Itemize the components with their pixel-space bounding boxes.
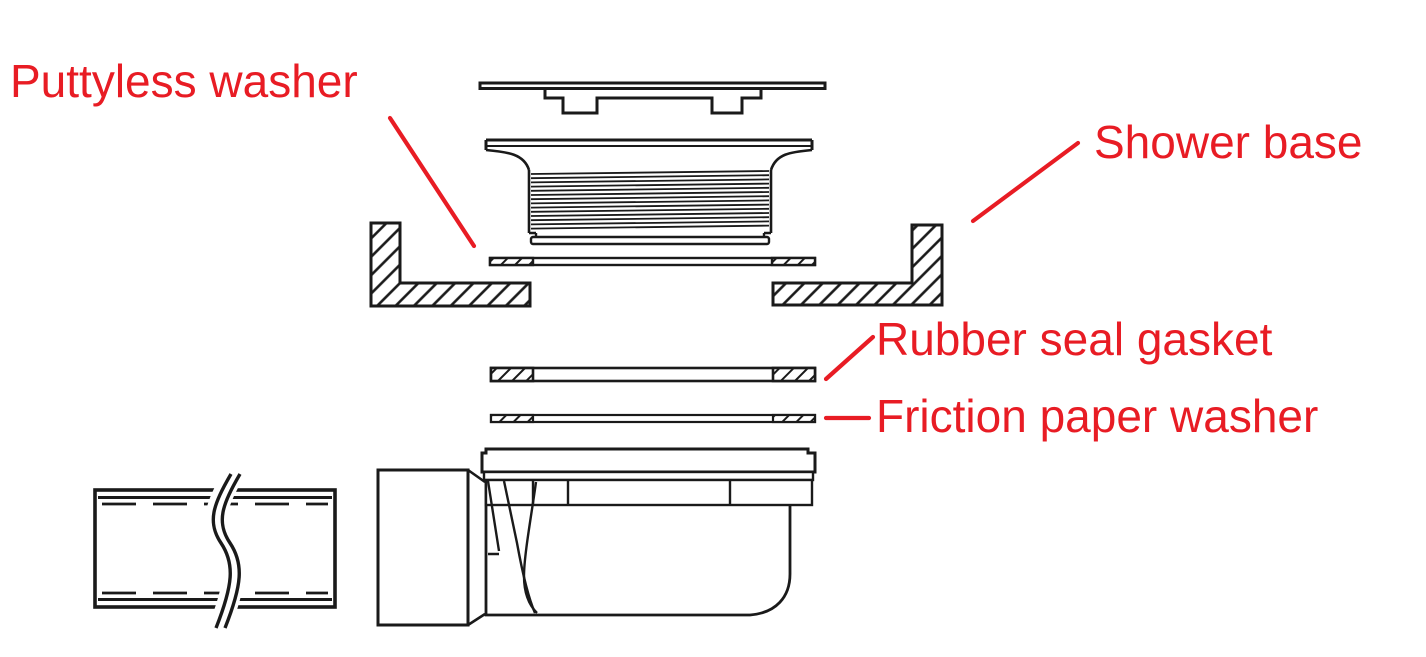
waste-pipe	[93, 469, 337, 631]
drain-trap-body	[376, 447, 817, 627]
friction-washer-hatch-right	[771, 413, 817, 424]
leader-shower-base	[970, 140, 1081, 224]
friction-paper-washer-part	[489, 413, 817, 424]
barrel-sides	[527, 170, 773, 233]
trap-bowl-outline	[484, 480, 792, 617]
socket-chamfers	[467, 468, 486, 627]
leader-rubber-seal-gasket	[823, 334, 876, 382]
label-friction-paper-washer: Friction paper washer	[876, 390, 1319, 442]
cover-plate	[478, 81, 827, 90]
thread-lines	[530, 170, 770, 230]
rubber-seal-gasket-part	[489, 366, 817, 383]
gasket-hatch-right	[771, 366, 817, 383]
hub-strut-small	[486, 480, 501, 556]
puttyless-washer-hatch-left	[488, 256, 535, 267]
label-rubber-seal-gasket: Rubber seal gasket	[876, 313, 1273, 365]
shower-base-right-section	[771, 223, 944, 307]
label-puttyless-washer: Puttyless washer	[10, 55, 358, 107]
hub-strut-right	[522, 481, 538, 614]
friction-washer-hatch-left	[489, 413, 535, 424]
shower-base-left-section	[369, 221, 532, 308]
pipe-break-curve-left	[211, 473, 233, 629]
outlet-socket	[376, 468, 470, 627]
puttyless-washer-hatch-right	[770, 256, 817, 267]
pipe-break-curve-right	[220, 473, 242, 629]
leader-puttyless-washer	[387, 115, 477, 249]
label-shower-base: Shower base	[1094, 116, 1363, 168]
strainer-cover-plate	[478, 81, 827, 115]
trap-flange-lip	[482, 470, 815, 482]
trap-top-flange	[480, 447, 817, 474]
gasket-hatch-left	[489, 366, 535, 383]
barrel-bottom-step	[529, 231, 771, 237]
cover-plate-mounting-feet	[543, 89, 763, 115]
leader-lines	[387, 115, 1081, 421]
drain-flange-threaded-body	[484, 138, 814, 246]
barrel-bottom-lip	[529, 235, 771, 246]
puttyless-washer-part	[488, 256, 817, 267]
trap-locknut-band	[484, 478, 814, 507]
flange-neck-curves	[485, 148, 813, 171]
